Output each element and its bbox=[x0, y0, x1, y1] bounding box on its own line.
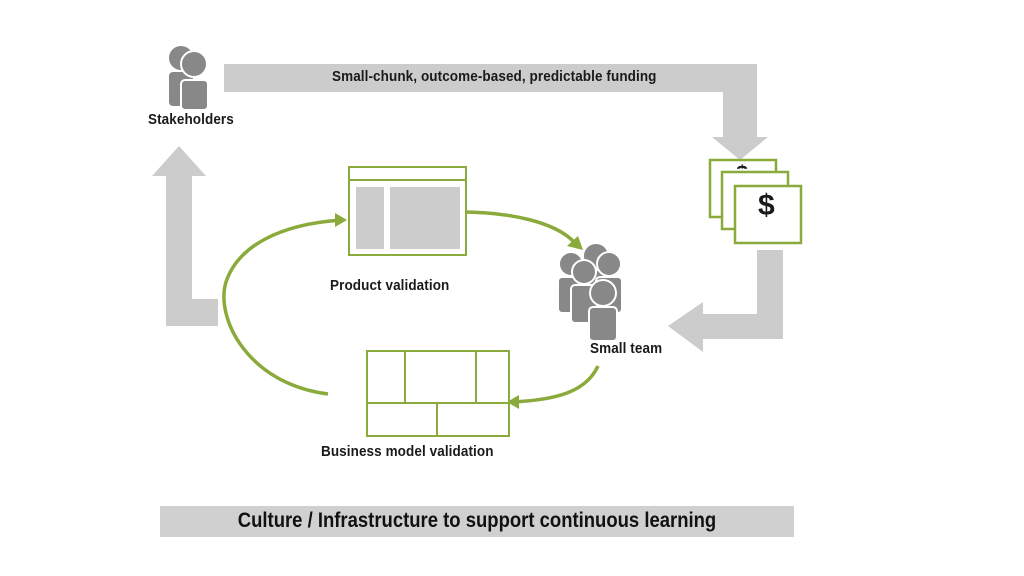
business-model-validation-label: Business model validation bbox=[321, 443, 494, 460]
cycle-arrowhead-right bbox=[507, 395, 519, 409]
product-validation-label: Product validation bbox=[330, 277, 450, 294]
learning-cycle bbox=[222, 210, 600, 404]
wireframe-window-icon bbox=[348, 166, 467, 256]
cycle-arrowhead-top bbox=[567, 236, 583, 250]
dollar-symbol-front: $ bbox=[758, 189, 775, 222]
people-pair-icon bbox=[169, 46, 209, 111]
culture-banner-text: Culture / Infrastructure to support cont… bbox=[237, 509, 717, 532]
canvas-grid-icon bbox=[366, 350, 510, 437]
dollar-symbol-back: $ bbox=[736, 161, 748, 169]
funding-arrow bbox=[224, 64, 768, 160]
culture-banner: Culture / Infrastructure to support cont… bbox=[160, 506, 794, 537]
money-stack-icon bbox=[708, 158, 803, 245]
cycle-arrow-right bbox=[511, 365, 600, 404]
funding-to-team-arrow bbox=[668, 250, 783, 352]
cycle-arrowhead-left bbox=[335, 213, 347, 227]
funding-label: Small-chunk, outcome-based, predictable … bbox=[332, 68, 657, 85]
feedback-to-stakeholders-arrow bbox=[152, 146, 218, 326]
small-team-label: Small team bbox=[590, 340, 663, 357]
cycle-arrow-top bbox=[459, 210, 576, 244]
people-group-icon bbox=[557, 242, 623, 342]
cycle-arrow-left bbox=[222, 218, 343, 396]
stakeholders-label: Stakeholders bbox=[148, 111, 234, 128]
